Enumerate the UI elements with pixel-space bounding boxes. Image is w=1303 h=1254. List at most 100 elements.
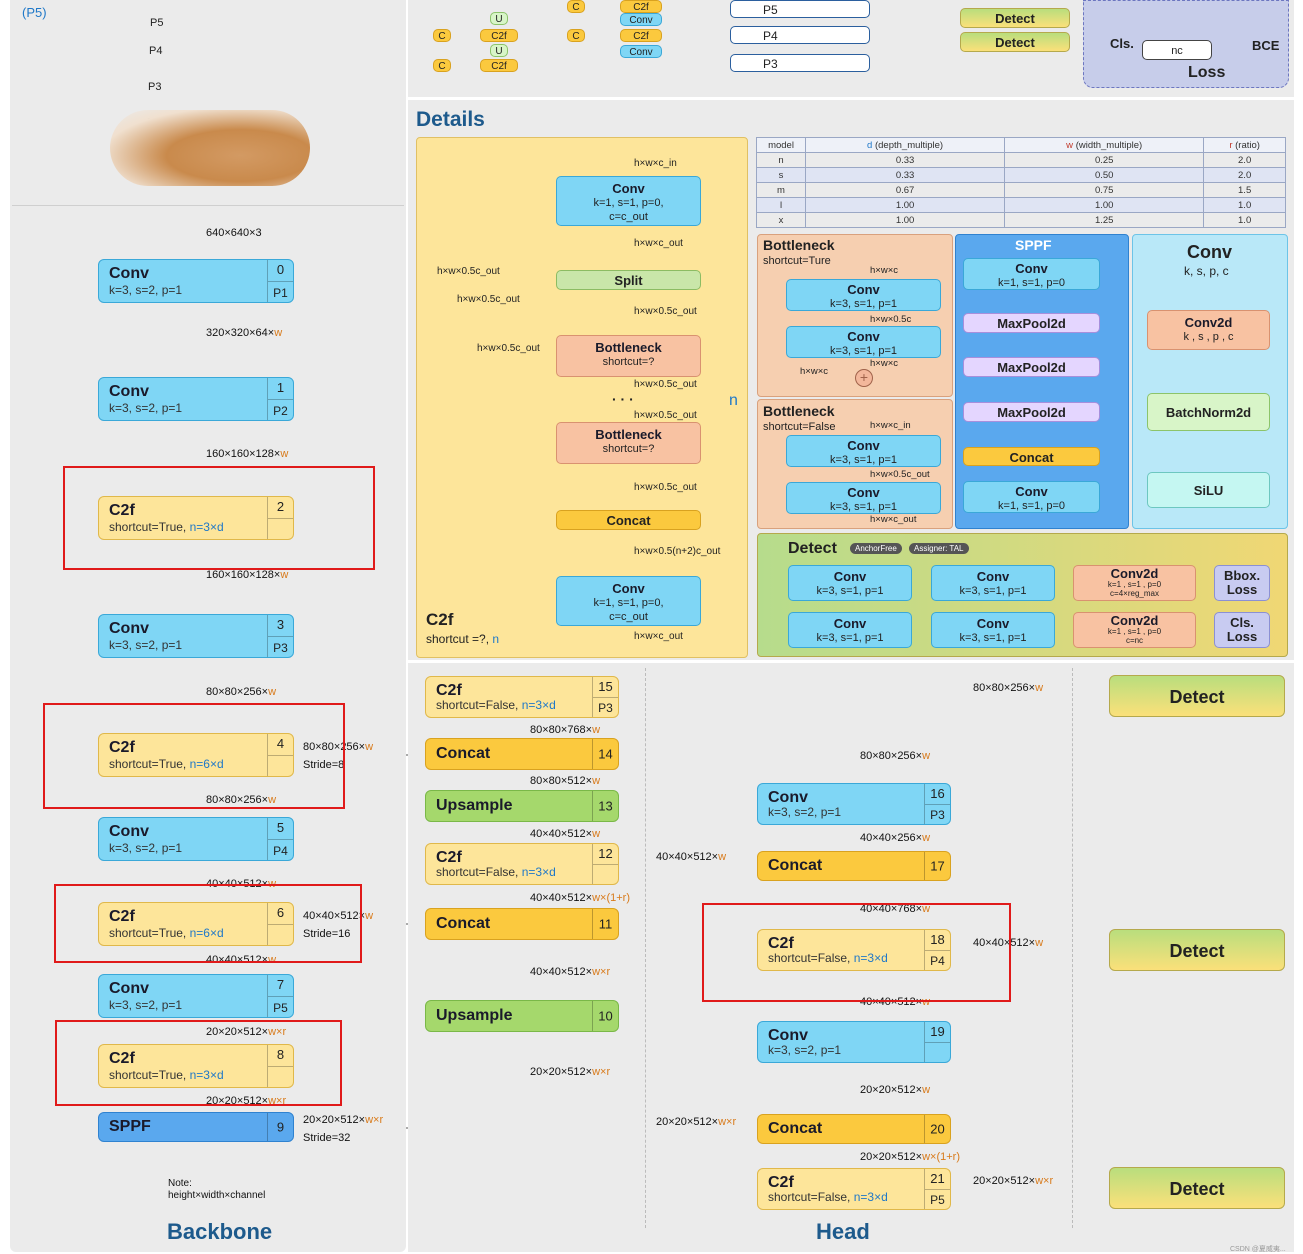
detect-cls-conv2d-channels: c=nc — [1125, 636, 1144, 646]
head-right-shape-label: 40×40×768×w — [860, 903, 930, 915]
block-name: C2f — [436, 849, 462, 866]
bottleneck-false-conv-2-params: k=3, s=1, p=1 — [830, 501, 897, 514]
shape-label-multiplier: w — [365, 910, 374, 922]
shape-label-dims: 20×20×512× — [973, 1175, 1036, 1187]
block-index: 8 — [276, 1047, 285, 1062]
c2f-detail-bottleneck-2-title: Bottleneck — [595, 427, 662, 442]
block-params: shortcut=False, n=3×d — [768, 951, 888, 965]
block-name: Upsample — [436, 1007, 513, 1024]
block-index-cell: 12 — [592, 844, 618, 884]
conv-mini: Conv — [620, 13, 662, 26]
bottleneck-true-shape-label: h×w×c — [800, 366, 828, 377]
shape-label-dims: 40×40×512× — [656, 851, 719, 863]
c2f-detail-dots: · · · — [612, 391, 634, 407]
block-index: 3 — [276, 617, 285, 632]
top-detect-box: Detect — [960, 8, 1070, 28]
block-index: 15 — [598, 679, 613, 694]
neck-output-box: P4 — [730, 26, 870, 44]
concat-mini: C — [567, 0, 585, 13]
head-left-shape-label: 40×40×512×w×(1+r) — [530, 892, 630, 904]
shape-label-multiplier: w — [718, 851, 727, 863]
block-params: k=3, s=2, p=1 — [109, 638, 182, 652]
block-index: 17 — [930, 858, 945, 874]
cls-loss-kind: Cls. — [1230, 615, 1254, 630]
block-name: Conv — [109, 383, 149, 400]
highlight-box — [702, 903, 1011, 1002]
backbone-shape-label: 40×40×512×w — [206, 954, 276, 966]
block-index-cell: 10 — [592, 1001, 618, 1031]
scale-table-cell: 1.5 — [1203, 182, 1286, 198]
sppf-detail-maxpool: MaxPool2d — [963, 402, 1100, 422]
block-params-text: k=3, s=2, p=1 — [768, 1043, 842, 1057]
c2f-detail-conv-in-params: k=1, s=1, p=0, — [593, 197, 664, 210]
scale-table-cell: 1.00 — [1004, 197, 1205, 213]
block-stage: P3 — [273, 641, 288, 655]
conv-detail-silu: SiLU — [1147, 472, 1270, 508]
block-name: C2f — [768, 1174, 794, 1191]
block-name: Conv — [109, 980, 149, 997]
detect-cls-conv-2-title: Conv — [976, 616, 1010, 631]
block-repeat-count: n=3×d — [189, 520, 224, 534]
scale-table-header-desc: (ratio) — [1235, 139, 1260, 151]
c2f-detail-shape-label: h×w×c_out — [634, 631, 683, 642]
block-stage: P4 — [930, 954, 945, 968]
bottleneck-true-panel — [757, 234, 953, 397]
c2f-detail-shape-label: h×w×0.5c_out — [634, 379, 697, 390]
block-params-text: shortcut=True, — [109, 1068, 190, 1082]
scale-table-cell: 1.00 — [804, 197, 1006, 213]
block-index-cell: 6 — [267, 903, 293, 945]
c2f-detail-n-symbol: n — [729, 392, 738, 409]
stride-label: Stride=16 — [303, 928, 351, 940]
shape-label-dims: 160×160×128× — [206, 569, 281, 581]
block-params-text: k=3, s=2, p=1 — [109, 998, 183, 1012]
block-index-separator — [593, 697, 618, 698]
concat-mini: C — [433, 59, 451, 72]
block-index-separator — [268, 281, 293, 282]
c2f-detail-shape-label: h×w×0.5(n+2)c_out — [634, 546, 721, 557]
block-index: 21 — [930, 1171, 945, 1186]
block-index: 18 — [930, 932, 945, 947]
sppf-detail-conv-out-title: Conv — [1015, 484, 1048, 499]
shape-label-dims: 160×160×128× — [206, 448, 281, 460]
block-index-cell: 4 — [267, 734, 293, 776]
stride-label: Stride=8 — [303, 759, 345, 771]
detect-cls-conv-1-title: Conv — [833, 616, 867, 631]
c2f-detail-name: C2f — [426, 610, 454, 629]
block-index: 10 — [598, 1008, 613, 1024]
c2f-detail-shape-label: h×w×0.5c_out — [634, 410, 697, 421]
scale-table-header-cell: w (width_multiple) — [1004, 137, 1205, 153]
shape-label-dims: 20×20×512× — [656, 1116, 719, 1128]
block-params: k=3, s=2, p=1 — [768, 1043, 841, 1057]
block-index-separator — [268, 399, 293, 400]
sppf-detail-conv-in-params: k=1, s=1, p=0 — [998, 277, 1065, 290]
loss-title: Loss — [1188, 64, 1226, 81]
c2f-detail-bottleneck-1-params: shortcut=? — [602, 356, 655, 369]
head-left-shape-label: 80×80×512×w — [530, 775, 600, 787]
scale-table-cell: l — [756, 197, 806, 213]
head-right-shape-label: 40×40×256×w — [860, 832, 930, 844]
backbone-shape-label: 80×80×256×w — [206, 686, 276, 698]
anchorfree-tag: AnchorFree — [850, 543, 902, 554]
conv-detail-conv2d-title: Conv2d — [1184, 315, 1233, 330]
c2f-detail-bottleneck-2-params: shortcut=? — [602, 443, 655, 456]
block-index-cell: 9 — [267, 1113, 293, 1141]
head-detect-box: Detect — [1109, 675, 1285, 717]
block-params: k=3, s=2, p=1 — [109, 401, 182, 415]
scale-table-header-cell: r (ratio) — [1203, 137, 1286, 153]
scale-table-cell: x — [756, 212, 806, 228]
block-params: k=3, s=2, p=1 — [768, 805, 841, 819]
block-index: 19 — [930, 1024, 945, 1039]
block-repeat-count: n=3×d — [853, 1190, 888, 1204]
block-repeat-count: n=3×d — [189, 1068, 224, 1082]
c2f-detail-params-text: shortcut =?, — [426, 632, 493, 646]
